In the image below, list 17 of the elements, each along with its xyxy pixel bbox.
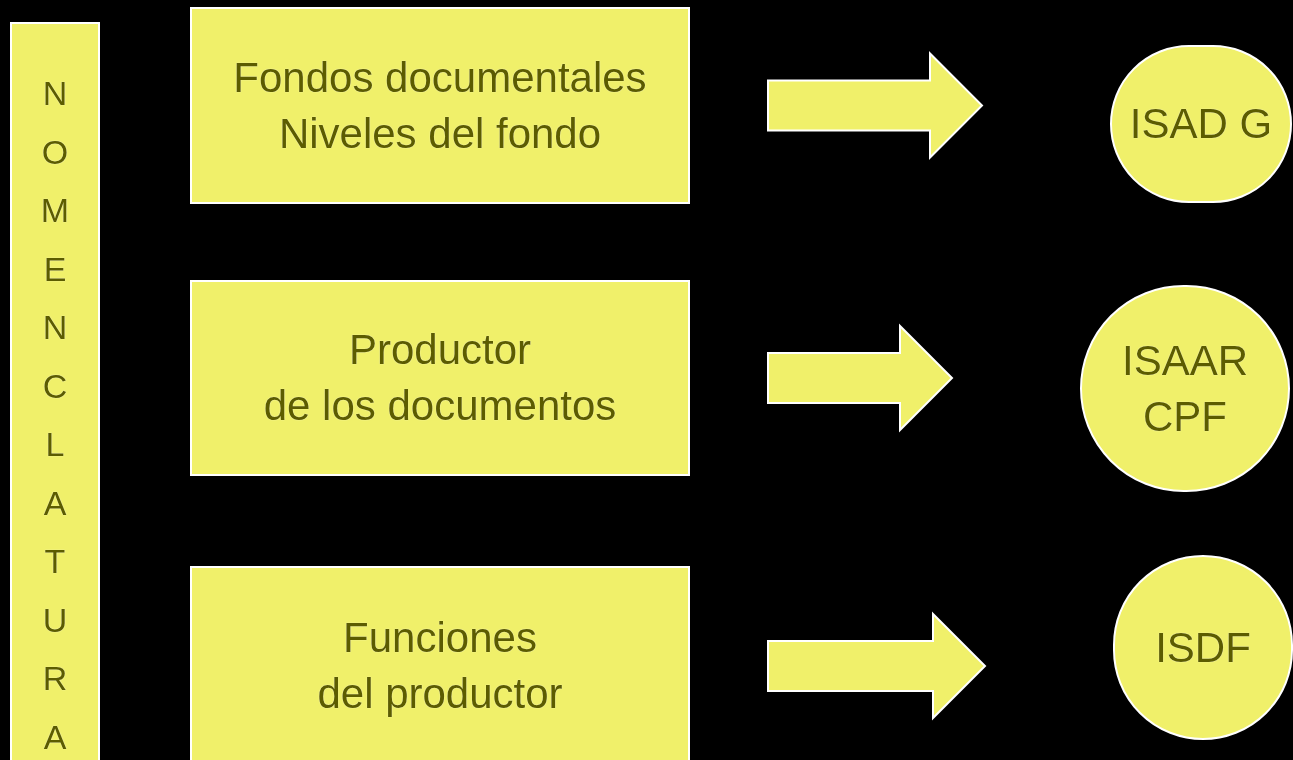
category-text: del productor bbox=[317, 669, 563, 719]
category-text: Fondos documentales bbox=[233, 52, 647, 103]
category-box bbox=[190, 566, 690, 760]
category-box bbox=[190, 280, 690, 476]
category-text: de los documentos bbox=[263, 381, 617, 431]
category-text: Funciones bbox=[343, 613, 537, 663]
category-box bbox=[190, 7, 690, 204]
standard-label: ISAAR CPF bbox=[1120, 335, 1249, 442]
block-arrow bbox=[767, 323, 954, 433]
standard-label: ISAD G bbox=[1129, 99, 1273, 149]
category-text: Productor bbox=[348, 325, 532, 375]
category-text: Niveles del fondo bbox=[278, 108, 602, 159]
block-arrow bbox=[767, 51, 984, 160]
vertical-bar bbox=[10, 22, 100, 760]
standard-label: ISDF bbox=[1155, 622, 1251, 673]
block-arrow bbox=[767, 611, 987, 721]
vertical-title: NOMENCLATURA bbox=[39, 73, 71, 758]
